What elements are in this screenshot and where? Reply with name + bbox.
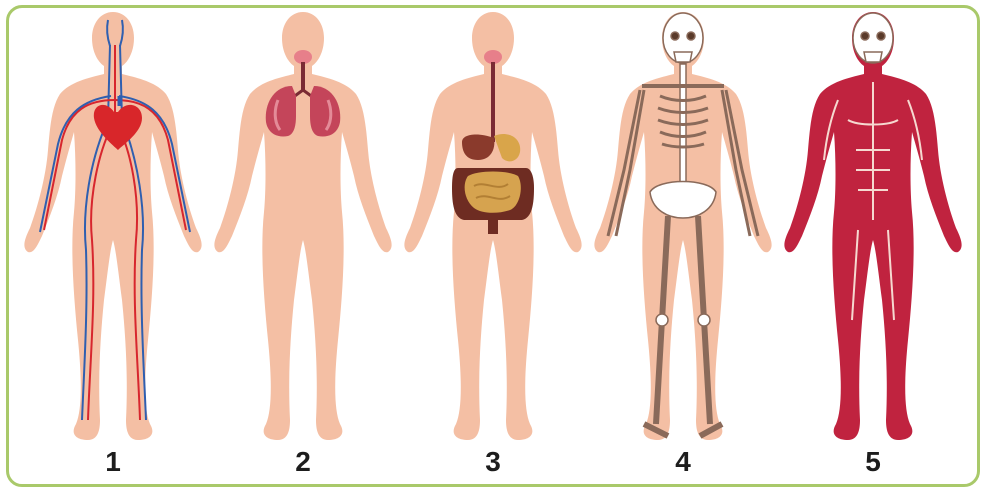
muscle-body-shape [784, 12, 961, 440]
figure-label-5: 5 [778, 446, 968, 478]
figure-digestive: 3 [398, 0, 588, 488]
skull-icon [853, 13, 893, 63]
muscular-body-illustration [778, 0, 968, 488]
skeletal-body-illustration [588, 0, 778, 488]
figure-skeletal: 4 [588, 0, 778, 488]
circulatory-body-illustration [18, 0, 208, 488]
figure-muscular: 5 [778, 0, 968, 488]
figure-circulatory: 1 [18, 0, 208, 488]
body-silhouette [24, 12, 201, 440]
respiratory-body-illustration [208, 0, 398, 488]
body-silhouette [784, 12, 961, 440]
figure-label-4: 4 [588, 446, 778, 478]
skin-body-shape [24, 12, 201, 440]
figure-respiratory: 2 [208, 0, 398, 488]
figure-label-1: 1 [18, 446, 208, 478]
figure-label-3: 3 [398, 446, 588, 478]
figure-label-2: 2 [208, 446, 398, 478]
digestive-body-illustration [398, 0, 588, 488]
